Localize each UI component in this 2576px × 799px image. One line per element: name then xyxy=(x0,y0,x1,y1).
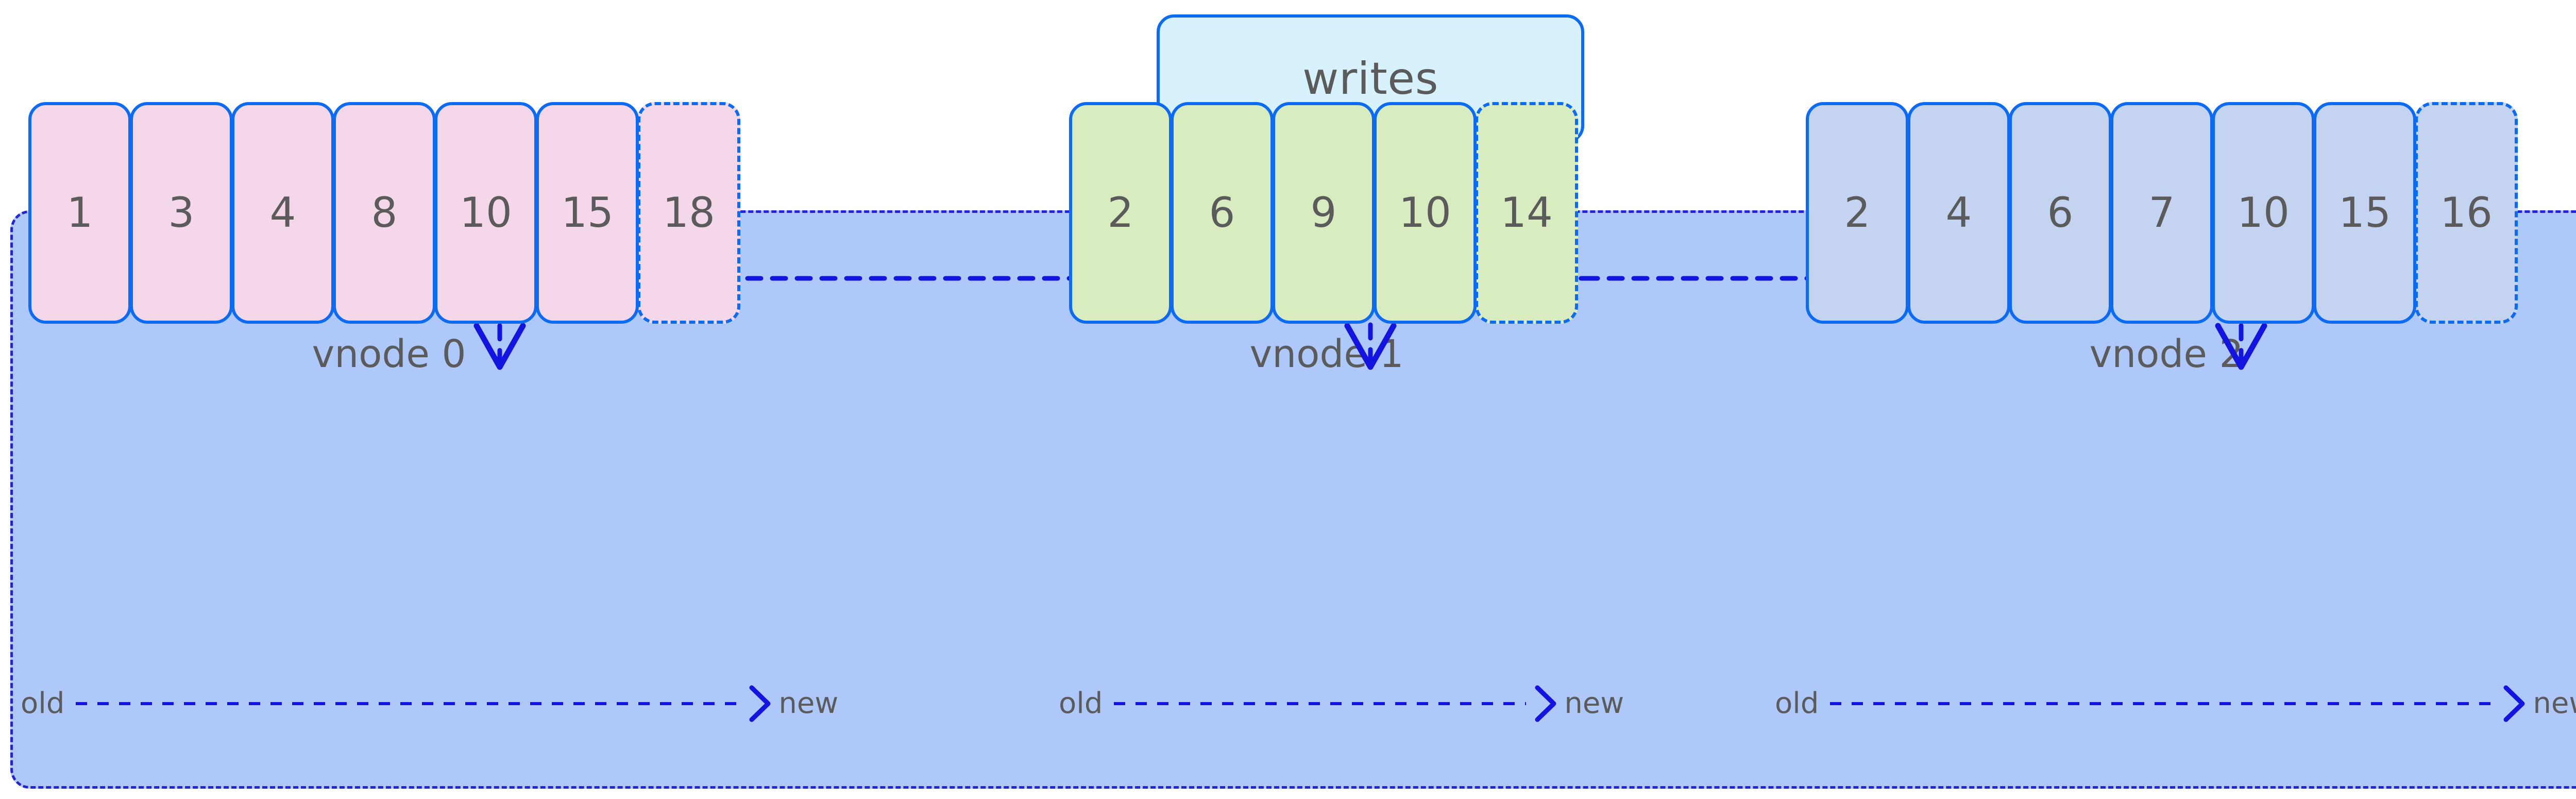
vnode-1-cell-3[interactable]: 10 xyxy=(1374,102,1477,324)
vnode-0-cell-1[interactable]: 3 xyxy=(130,102,233,324)
cell-value: 16 xyxy=(2440,189,2493,237)
timeline-dashed-line xyxy=(76,702,741,705)
vnode-2-cells: 2 4 6 7 10 15 16 xyxy=(1806,102,2527,324)
cell-value: 6 xyxy=(2047,189,2074,237)
arrow-right-icon xyxy=(2503,685,2526,723)
vnode-0-label: vnode 0 xyxy=(312,332,466,376)
timeline-old-label: old xyxy=(1775,687,1819,720)
cell-value: 10 xyxy=(460,189,512,237)
cell-value: 15 xyxy=(561,189,614,237)
vnode-1-cell-2[interactable]: 9 xyxy=(1272,102,1375,324)
vnode-0-cell-0[interactable]: 1 xyxy=(28,102,131,324)
vnode-2-cell-4[interactable]: 10 xyxy=(2212,102,2315,324)
cell-value: 2 xyxy=(1107,189,1134,237)
vnode-2-cell-3[interactable]: 7 xyxy=(2110,102,2213,324)
cell-value: 7 xyxy=(2148,189,2175,237)
vnode-0-cell-5[interactable]: 15 xyxy=(536,102,639,324)
vnode-0-cells: 1 3 4 8 10 15 18 xyxy=(28,102,750,324)
vnode-1-cell-4[interactable]: 14 xyxy=(1475,102,1578,324)
vnode-2-cell-1[interactable]: 4 xyxy=(1907,102,2010,324)
cell-value: 6 xyxy=(1209,189,1235,237)
timeline-dashed-line xyxy=(1830,702,2495,705)
vnode-0-cell-6[interactable]: 18 xyxy=(637,102,740,324)
cell-value: 1 xyxy=(66,189,93,237)
cell-value: 2 xyxy=(1844,189,1871,237)
vnode-2-cell-5[interactable]: 15 xyxy=(2313,102,2416,324)
timeline-new-label: new xyxy=(778,687,839,720)
timeline-new-label: new xyxy=(1564,687,1624,720)
vnode-1-cell-0[interactable]: 2 xyxy=(1069,102,1172,324)
vnode-0-cell-2[interactable]: 4 xyxy=(231,102,334,324)
vnode-0-timeline: old new xyxy=(21,685,839,723)
cell-value: 4 xyxy=(1945,189,1972,237)
cell-value: 9 xyxy=(1310,189,1337,237)
cell-value: 14 xyxy=(1500,189,1553,237)
timeline-old-label: old xyxy=(21,687,65,720)
cell-value: 10 xyxy=(1399,189,1451,237)
vnode-1-timeline: old new xyxy=(1059,685,1624,723)
vnode-group-1: 2 6 9 10 14 vnode 1 xyxy=(1069,102,1584,373)
vnode-2-cell-6[interactable]: 16 xyxy=(2415,102,2518,324)
timeline-old-label: old xyxy=(1059,687,1103,720)
vnode-2-cell-0[interactable]: 2 xyxy=(1806,102,1909,324)
vnode-2-label: vnode 2 xyxy=(2089,332,2244,376)
vnode-2-timeline: old new xyxy=(1775,685,2576,723)
timeline-new-label: new xyxy=(2533,687,2576,720)
cell-value: 4 xyxy=(269,189,296,237)
vnode-1-cell-1[interactable]: 6 xyxy=(1171,102,1274,324)
vnode-1-cells: 2 6 9 10 14 xyxy=(1069,102,1584,324)
cell-value: 3 xyxy=(168,189,195,237)
arrow-right-icon xyxy=(749,685,771,723)
arrow-right-icon xyxy=(1534,685,1557,723)
timeline-dashed-line xyxy=(1114,702,1527,705)
vnode-group-0: 1 3 4 8 10 15 18 vnode 0 xyxy=(28,102,750,373)
writes-node-label: writes xyxy=(1302,53,1439,105)
vnode-1-label: vnode 1 xyxy=(1249,332,1404,376)
cell-value: 18 xyxy=(663,189,715,237)
cell-value: 8 xyxy=(371,189,398,237)
cell-value: 15 xyxy=(2338,189,2391,237)
cell-value: 10 xyxy=(2237,189,2290,237)
vnode-group-2: 2 4 6 7 10 15 16 vnode 2 xyxy=(1806,102,2527,373)
vnode-2-cell-2[interactable]: 6 xyxy=(2009,102,2112,324)
vnode-0-cell-4[interactable]: 10 xyxy=(434,102,537,324)
vnode-0-cell-3[interactable]: 8 xyxy=(333,102,436,324)
